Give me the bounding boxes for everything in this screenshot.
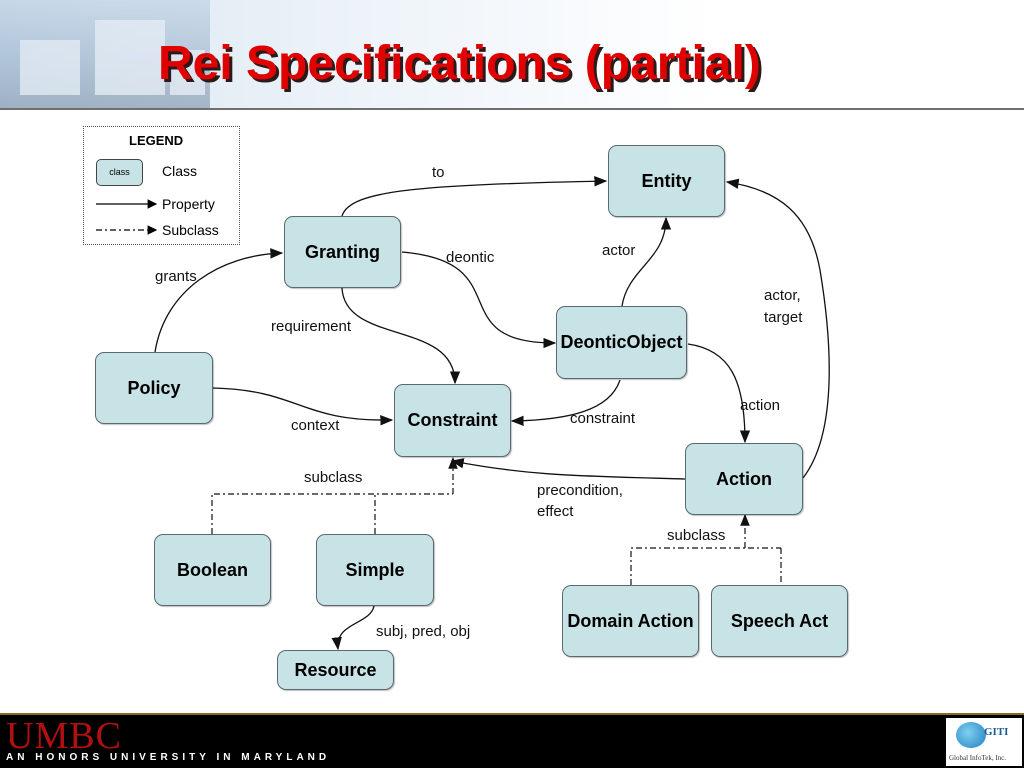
label-subclass-constraint: subclass [304,469,363,486]
node-speech-act: Speech Act [711,585,848,657]
label-actor-target-2: target [764,309,803,326]
giti-logo-text: GITI [984,726,1009,738]
edge-actor-target [725,178,830,479]
giti-company-name: Global InfoTek, Inc. [949,754,1007,762]
node-policy: Policy [95,352,213,424]
edge-deontic [401,251,557,349]
legend-title: LEGEND [129,133,184,148]
legend-arrows [96,199,158,235]
edge-subclass-domain-action [630,547,781,585]
umbc-logo-text: UMBC [6,715,122,757]
node-action: Action [685,443,803,515]
legend-subclass-label: Subclass [162,222,219,238]
label-actor-target-1: actor, [764,287,801,304]
edge-action [687,343,751,444]
node-constraint: Constraint [394,384,511,457]
legend-property-label: Property [162,196,215,212]
legend: LEGEND class Class Property Subclass [83,126,240,245]
label-precondition-2: effect [537,503,574,520]
edge-precondition [450,458,686,480]
giti-logo: GITI Global InfoTek, Inc. [946,718,1022,766]
label-deontic: deontic [446,249,495,266]
slide-footer [0,715,1024,768]
footer-divider [0,713,1024,715]
label-to: to [432,164,445,181]
label-precondition-1: precondition, [537,482,623,499]
label-subclass-action: subclass [667,527,726,544]
edge-to [341,176,608,217]
label-actor: actor [602,242,636,259]
globe-icon [956,722,986,748]
edge-constraint [510,379,621,426]
label-context: context [291,417,340,434]
edge-actor [621,216,672,307]
label-grants: grants [155,268,197,285]
label-action: action [740,397,781,414]
node-simple: Simple [316,534,434,606]
edge-requirement [341,287,461,385]
label-constraint: constraint [570,410,636,427]
edge-context [212,387,394,426]
edge-subj-pred-obj [331,605,375,651]
edge-grants [154,248,284,353]
node-deontic-object: DeonticObject [556,306,687,379]
node-domain-action: Domain Action [562,585,699,657]
umbc-tagline: AN HONORS UNIVERSITY IN MARYLAND [6,752,331,763]
legend-class-sample: class [96,159,143,186]
node-boolean: Boolean [154,534,271,606]
node-granting: Granting [284,216,401,288]
label-subj-pred-obj: subj, pred, obj [376,623,471,640]
node-entity: Entity [608,145,725,217]
edge-subclass-boolean [211,493,453,534]
header-divider [0,108,1024,110]
node-resource: Resource [277,650,394,690]
slide-header [0,0,1024,110]
label-requirement: requirement [271,318,352,335]
slide-title: Rei Specifications (partial) [158,37,761,90]
legend-class-label: Class [162,163,198,179]
campus-photo [0,0,210,108]
